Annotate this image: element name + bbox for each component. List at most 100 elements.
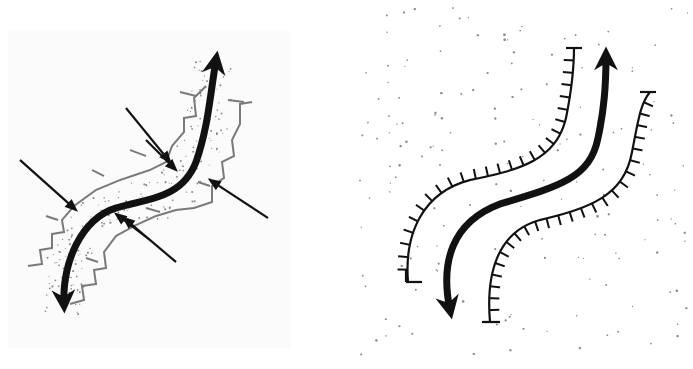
stipple-dot	[654, 44, 656, 46]
stipple-dot	[58, 285, 60, 287]
stipple-dot	[199, 118, 201, 120]
stipple-dot	[81, 205, 82, 206]
stipple-dot	[87, 252, 89, 254]
stipple-dot	[507, 163, 509, 165]
stipple-dot	[375, 339, 378, 342]
stipple-dot	[183, 170, 185, 172]
stipple-dot	[131, 182, 132, 183]
stipple-dot	[70, 285, 72, 287]
stipple-dot	[195, 61, 197, 63]
stipple-dot	[437, 270, 438, 271]
stipple-dot	[576, 181, 577, 182]
stipple-dot	[602, 169, 604, 171]
stipple-dot	[649, 174, 651, 176]
stipple-dot	[389, 191, 391, 193]
stipple-dot	[187, 110, 188, 111]
stipple-dot	[621, 128, 623, 130]
hatch-tick	[602, 198, 608, 206]
stipple-dot	[406, 59, 408, 61]
stipple-dot	[77, 313, 79, 315]
stipple-dot	[674, 189, 675, 190]
stipple-dot	[172, 199, 174, 201]
stipple-dot	[49, 288, 51, 290]
stipple-dot	[143, 183, 145, 185]
stipple-dot	[656, 251, 658, 253]
stipple-dot	[215, 116, 216, 117]
stipple-dot	[157, 182, 158, 183]
stipple-dot	[421, 155, 423, 157]
stipple-dot	[581, 67, 582, 68]
stipple-dot	[613, 132, 615, 134]
stipple-dot	[48, 276, 49, 277]
right-main-arrow	[447, 56, 606, 310]
stipple-dot	[71, 228, 73, 230]
stipple-dot	[206, 80, 208, 82]
hatch-tick	[547, 218, 549, 228]
stipple-dot	[415, 289, 417, 291]
hatch-tick	[633, 149, 643, 151]
stipple-dot	[69, 243, 71, 245]
stipple-dot	[546, 83, 548, 85]
stipple-dot	[460, 93, 462, 95]
stipple-dot	[440, 50, 442, 52]
stipple-dot	[496, 324, 498, 326]
stipple-dot	[650, 343, 652, 345]
stipple-dot	[398, 97, 400, 99]
stipple-dot	[438, 263, 440, 265]
hatch-tick	[640, 114, 650, 117]
hatch-tick	[436, 185, 442, 193]
stipple-dot	[199, 61, 201, 63]
stipple-dot	[209, 165, 210, 166]
stipple-dot	[58, 264, 60, 266]
stipple-dot	[589, 278, 590, 279]
stipple-dot	[118, 197, 119, 198]
stipple-dot	[169, 183, 170, 184]
hatch-tick	[620, 182, 628, 188]
stipple-dot	[209, 138, 210, 139]
stipple-dot	[677, 324, 679, 326]
stipple-dot	[494, 117, 496, 119]
stipple-dot	[149, 182, 150, 183]
compression-panel	[8, 30, 290, 348]
stipple-dot	[576, 315, 578, 317]
stipple-dot	[436, 245, 437, 246]
stipple-dot	[90, 216, 91, 217]
stipple-dot	[176, 145, 178, 147]
stipple-dot	[503, 38, 506, 41]
stipple-dot	[75, 260, 76, 261]
stipple-dot	[539, 124, 540, 125]
hatch-tick	[509, 160, 512, 170]
hatch-tick	[592, 203, 596, 212]
stipple-dot	[390, 182, 391, 183]
stipple-dot	[79, 254, 80, 255]
stipple-dot	[411, 333, 413, 335]
stipple-dot	[387, 65, 389, 67]
stipple-dot	[81, 268, 82, 269]
hatch-tick	[552, 129, 561, 133]
hatch-tick	[500, 252, 509, 257]
stipple-dot	[82, 226, 83, 227]
stipple-dot	[58, 251, 60, 253]
stipple-dot	[146, 216, 148, 218]
stipple-dot	[656, 194, 658, 196]
stipple-dot	[127, 210, 128, 211]
stipple-dot	[221, 113, 223, 115]
stipple-dot	[81, 260, 82, 261]
stipple-dot	[216, 149, 217, 150]
stipple-dot	[71, 277, 72, 278]
stipple-dot	[219, 84, 221, 86]
stipple-dot	[191, 201, 193, 203]
hatch-tick	[562, 84, 572, 85]
stipple-dot	[69, 276, 70, 277]
stipple-dot	[399, 145, 401, 147]
stipple-dot	[685, 307, 687, 309]
stipple-dot	[510, 314, 511, 315]
stipple-dot	[459, 17, 461, 19]
stipple-dot	[439, 164, 441, 166]
stipple-dot	[520, 206, 521, 207]
stipple-dot	[59, 259, 60, 260]
stipple-dot	[92, 197, 94, 199]
stipple-dot	[575, 34, 577, 36]
stipple-dot	[171, 183, 172, 184]
stipple-dot	[164, 181, 166, 183]
